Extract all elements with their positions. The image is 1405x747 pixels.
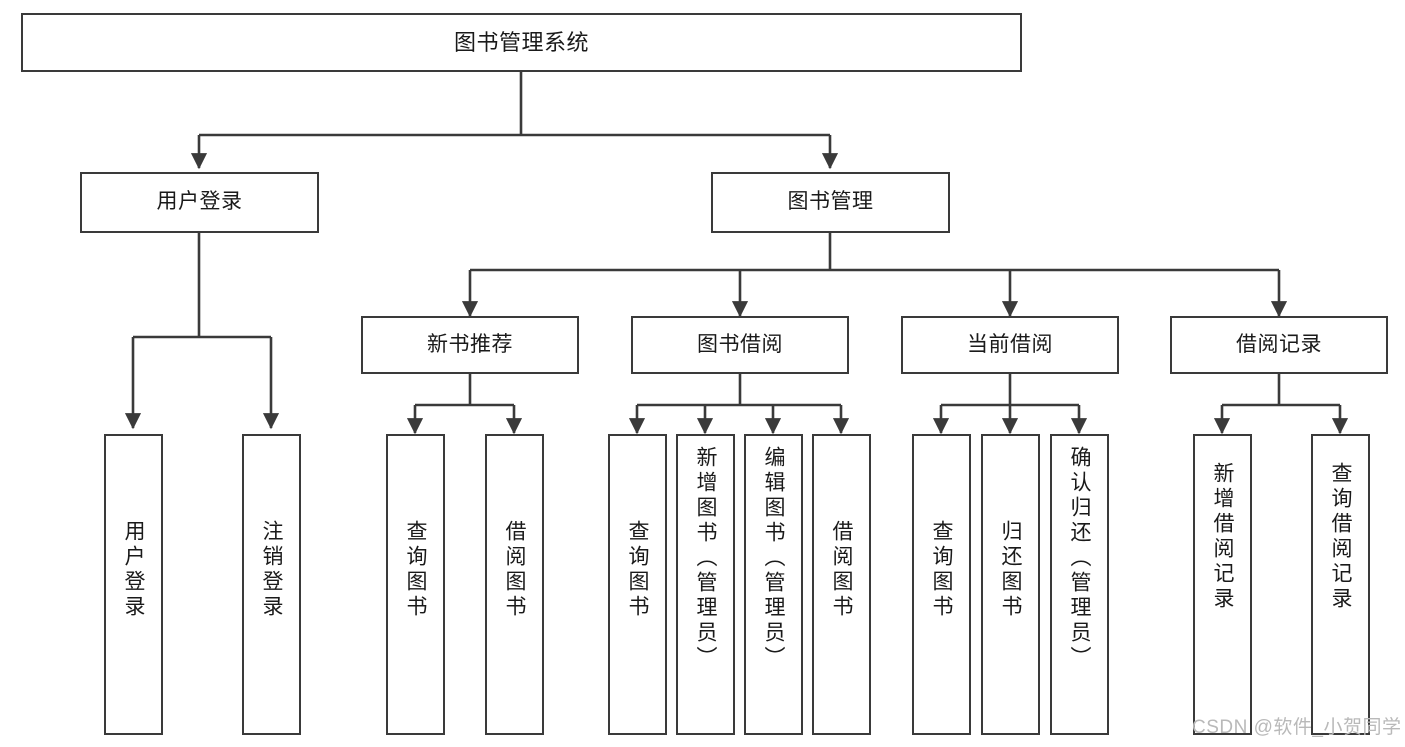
leaf-borrow-record-add-record[interactable]: 新增借阅记录	[1193, 434, 1252, 735]
node-user-login[interactable]: 用户登录	[80, 172, 319, 233]
node-label: 当前借阅	[967, 332, 1053, 356]
node-root-book-management-system[interactable]: 图书管理系统	[21, 13, 1022, 72]
node-current-borrow[interactable]: 当前借阅	[901, 316, 1119, 374]
node-book-borrow[interactable]: 图书借阅	[631, 316, 849, 374]
node-label: 图书管理	[787, 190, 874, 214]
leaf-current-borrow-confirm-return-admin[interactable]: 确认归还（管理员）	[1050, 434, 1109, 735]
leaf-new-book-query-book[interactable]: 查询图书	[386, 434, 445, 735]
node-label: 用户登录	[156, 190, 243, 214]
node-label: 借阅图书	[503, 520, 526, 620]
node-label: 新增借阅记录	[1211, 462, 1234, 612]
node-label: 新书推荐	[427, 332, 513, 356]
leaf-book-borrow-edit-book-admin[interactable]: 编辑图书（管理员）	[744, 434, 803, 735]
leaf-current-borrow-query-book[interactable]: 查询图书	[912, 434, 971, 735]
csdn-watermark: CSDN @软件_小贺同学	[1192, 717, 1402, 738]
node-label: 注销登录	[260, 520, 283, 620]
node-label: 查询图书	[930, 520, 953, 620]
leaf-current-borrow-return-book[interactable]: 归还图书	[981, 434, 1040, 735]
node-label: 查询图书	[626, 520, 649, 620]
node-label: 用户登录	[122, 520, 145, 620]
leaf-book-borrow-add-book-admin[interactable]: 新增图书（管理员）	[676, 434, 735, 735]
node-label: 归还图书	[999, 520, 1022, 620]
leaf-book-borrow-borrow-book[interactable]: 借阅图书	[812, 434, 871, 735]
node-label: 查询图书	[404, 520, 427, 620]
node-new-book-recommend[interactable]: 新书推荐	[361, 316, 579, 374]
leaf-borrow-record-query-record[interactable]: 查询借阅记录	[1311, 434, 1370, 735]
node-book-management[interactable]: 图书管理	[711, 172, 950, 233]
node-label: 图书管理系统	[453, 29, 589, 55]
node-borrow-record[interactable]: 借阅记录	[1170, 316, 1388, 374]
node-label: 查询借阅记录	[1329, 462, 1352, 612]
node-label: 图书借阅	[697, 332, 783, 356]
leaf-user-login-login[interactable]: 用户登录	[104, 434, 163, 735]
leaf-new-book-borrow-book[interactable]: 借阅图书	[485, 434, 544, 735]
node-label: 确认归还（管理员）	[1068, 446, 1091, 671]
node-label: 新增图书（管理员）	[694, 446, 717, 671]
node-label: 借阅记录	[1236, 332, 1322, 356]
node-label: 借阅图书	[830, 520, 853, 620]
leaf-user-login-logout[interactable]: 注销登录	[242, 434, 301, 735]
node-label: 编辑图书（管理员）	[762, 446, 785, 671]
leaf-book-borrow-query-book[interactable]: 查询图书	[608, 434, 667, 735]
